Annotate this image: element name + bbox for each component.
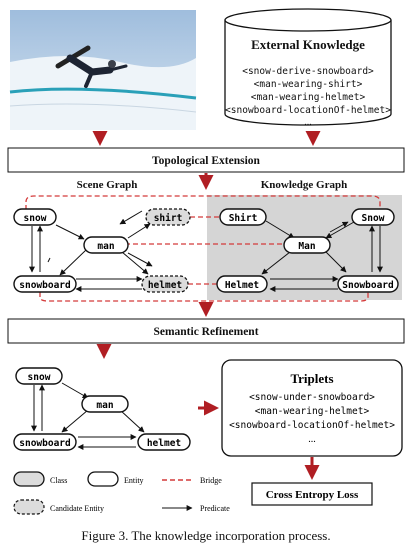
external-fact: <man-wearing-shirt> (254, 79, 363, 90)
svg-text:Snowboard: Snowboard (342, 280, 394, 291)
svg-text:man: man (97, 241, 114, 252)
figure-caption: Figure 3. The knowledge incorporation pr… (81, 528, 330, 543)
svg-text:Man: Man (298, 241, 315, 252)
svg-text:helmet: helmet (148, 280, 182, 291)
scene-graph-title: Scene Graph (77, 179, 138, 191)
candidate-node-helmet: helmet (141, 275, 189, 293)
entity-node-helmet: helmet (137, 433, 191, 451)
svg-text:snowboard: snowboard (19, 438, 71, 449)
refined-scene-graph: snow man snowboard helmet (13, 367, 191, 451)
knowledge-graph-title: Knowledge Graph (261, 179, 347, 191)
knowledge-graph: Shirt Snow Man Helmet Snowboard (216, 208, 399, 293)
triplet-item: <man-wearing-helmet> (255, 406, 370, 417)
class-node-helmet: Helmet (216, 275, 268, 293)
class-node-man: Man (283, 236, 331, 254)
external-fact: <snowboard-locationOf-helmet> (225, 105, 391, 116)
topological-extension-step: Topological Extension (7, 147, 405, 173)
external-knowledge-title: External Knowledge (251, 37, 365, 52)
entity-node-snowboard: snowboard (13, 433, 77, 451)
semantic-refinement-step: Semantic Refinement (7, 318, 405, 344)
svg-text:Helmet: Helmet (225, 280, 259, 291)
triplets-title: Triplets (290, 371, 333, 386)
triplet-ellipsis: ... (308, 434, 316, 445)
triplets-box: Triplets <snow-under-snowboard> <man-wea… (221, 359, 403, 457)
svg-text:shirt: shirt (154, 213, 183, 224)
external-fact: <man-wearing-helmet> (251, 92, 366, 103)
legend-candidate-label: Candidate Entity (50, 504, 104, 513)
svg-text:Snow: Snow (362, 213, 385, 224)
entity-node-snow: snow (13, 208, 57, 226)
candidate-node-shirt: shirt (145, 208, 191, 226)
legend-predicate-label: Predicate (200, 504, 230, 513)
snowboard-photo (9, 10, 197, 130)
svg-text:helmet: helmet (147, 438, 181, 449)
legend-candidate-swatch (13, 499, 45, 515)
legend: Class Entity Bridge Candidate Entity Pre… (13, 471, 230, 515)
topological-extension-label: Topological Extension (152, 155, 260, 167)
svg-text:snow: snow (28, 372, 51, 383)
snowboarder-figure (55, 45, 128, 88)
class-node-snowboard: Snowboard (337, 275, 399, 293)
entity-node-man: man (81, 395, 129, 413)
triplet-item: <snowboard-locationOf-helmet> (229, 420, 395, 431)
loss-box: Cross Entropy Loss (251, 482, 373, 506)
external-fact-ellipsis: ... (304, 117, 312, 128)
external-knowledge-store: External Knowledge <snow-derive-snowboar… (224, 8, 392, 128)
svg-text:snowboard: snowboard (19, 280, 71, 291)
legend-entity-label: Entity (124, 476, 144, 485)
entity-node-snow: snow (15, 367, 63, 385)
legend-entity-swatch (87, 471, 119, 487)
semantic-refinement-label: Semantic Refinement (153, 326, 258, 338)
class-node-snow: Snow (351, 208, 395, 226)
loss-label: Cross Entropy Loss (266, 489, 359, 501)
svg-text:Shirt: Shirt (229, 213, 258, 224)
entity-node-snowboard: snowboard (13, 275, 77, 293)
bridge-links (25, 195, 381, 302)
legend-class-label: Class (50, 476, 67, 485)
legend-class-swatch (13, 471, 45, 487)
scene-graph: snow man shirt snowboard helmet (13, 208, 191, 293)
svg-text:snow: snow (24, 213, 47, 224)
class-node-shirt: Shirt (219, 208, 267, 226)
entity-node-man: man (83, 236, 129, 254)
external-fact: <snow-derive-snowboard> (242, 66, 374, 77)
triplet-item: <snow-under-snowboard> (249, 392, 375, 403)
svg-text:man: man (96, 400, 113, 411)
legend-bridge-label: Bridge (200, 476, 222, 485)
